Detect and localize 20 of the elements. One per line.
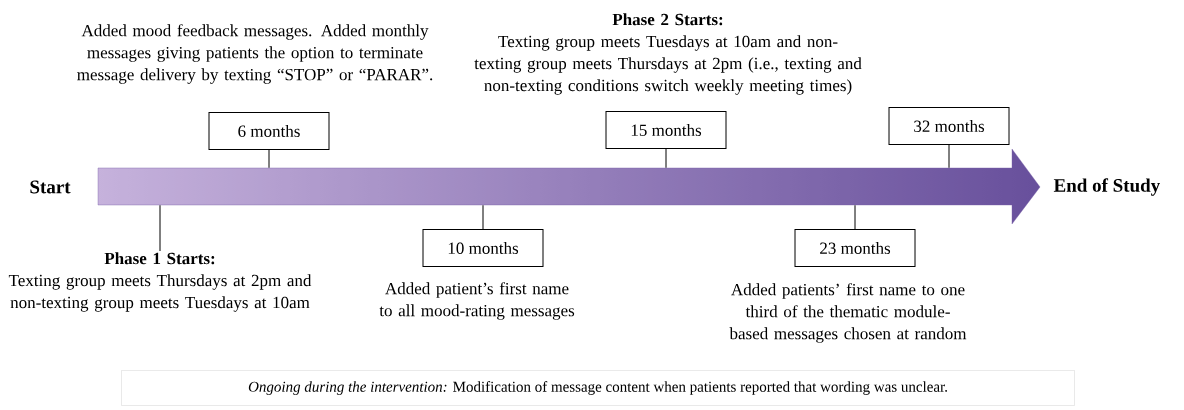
milestone-description: Phase 2 Starts: Texting group meets Tuesdays at 10am and non-texting group meets Thursdays at 2pm (i.e., texting and non-texting conditions switch weekly meeting times): [474, 13, 862, 95]
phase-text: Phase 1 Starts: Texting group meets Thursdays at 2pm and non-texting group meets Tuesdays at 10am: [8, 252, 312, 312]
milestone-box: 10 months: [422, 229, 544, 267]
tick-line: [948, 144, 950, 169]
endpoint-label: End of Study: [1053, 178, 1160, 196]
tick-line: [665, 148, 667, 169]
endpoint-label: Start: [30, 180, 71, 194]
milestone-box: 32 months: [888, 107, 1010, 145]
tick-line: [159, 204, 161, 252]
milestone-box: 15 months: [605, 111, 727, 149]
milestone-description: Added patients’ first name to one third of the thematic module-based messages chosen at random: [729, 283, 967, 343]
tick-line: [482, 204, 484, 230]
milestone-box: 6 months: [208, 112, 330, 150]
tick-line: [854, 204, 856, 230]
milestone-description: Added patient’s first name to all mood-rating messages: [379, 282, 575, 320]
note-box: Ongoing during the intervention: Modification of message content when patients reported that wording was unclear.: [121, 370, 1075, 406]
milestone-box: 23 months: [794, 229, 916, 267]
timeline-arrow: [97, 148, 1041, 225]
tick-line: [268, 149, 270, 169]
milestone-description: Added mood feedback messages. Added monthly messages giving patients the option to terminate message delivery by texting “STOP” or “PARAR”.: [77, 24, 433, 84]
